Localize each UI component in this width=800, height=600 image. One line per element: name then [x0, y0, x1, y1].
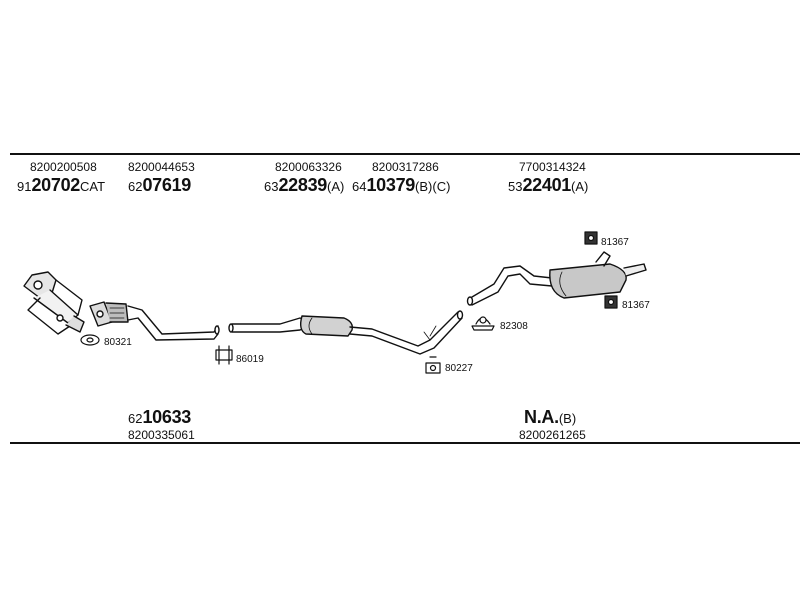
center-pipe-and-silencer	[228, 310, 464, 355]
rubber-mount-icon	[584, 231, 598, 245]
top-rule	[10, 153, 800, 155]
oem-number: 7700314324	[519, 160, 586, 174]
part-reference: 6322839(A)	[264, 175, 345, 195]
rear-silencer	[466, 251, 647, 306]
rubber-mount-label: 81367	[601, 237, 629, 248]
clamp-label: 80227	[445, 363, 473, 374]
oem-number: 8200044653	[128, 160, 195, 174]
rubber-mount-icon	[604, 295, 618, 309]
gasket-icon	[80, 334, 100, 346]
bracket-icon	[471, 316, 495, 331]
part-reference: 6410379(B)(C)	[352, 175, 451, 195]
bottom-rule	[10, 442, 800, 444]
part-reference: N.A.(B)	[524, 407, 577, 427]
clamp-label: 86019	[236, 354, 264, 365]
bracket-label: 82308	[500, 321, 528, 332]
part-reference: 9120702CAT	[17, 175, 106, 195]
clamp-icon	[215, 345, 233, 365]
oem-number: 8200261265	[519, 428, 586, 442]
part-reference: 6210633	[128, 407, 192, 427]
rubber-mount-label: 81367	[622, 300, 650, 311]
oem-number: 8200200508	[30, 160, 97, 174]
oem-number: 8200335061	[128, 428, 195, 442]
part-reference: 5322401(A)	[508, 175, 589, 195]
part-reference: 6207619	[128, 175, 192, 195]
catalytic-converter	[23, 271, 85, 335]
oem-number: 8200063326	[275, 160, 342, 174]
front-pipe	[89, 301, 220, 341]
gasket-label: 80321	[104, 337, 132, 348]
clamp-icon	[425, 356, 441, 374]
oem-number: 8200317286	[372, 160, 439, 174]
